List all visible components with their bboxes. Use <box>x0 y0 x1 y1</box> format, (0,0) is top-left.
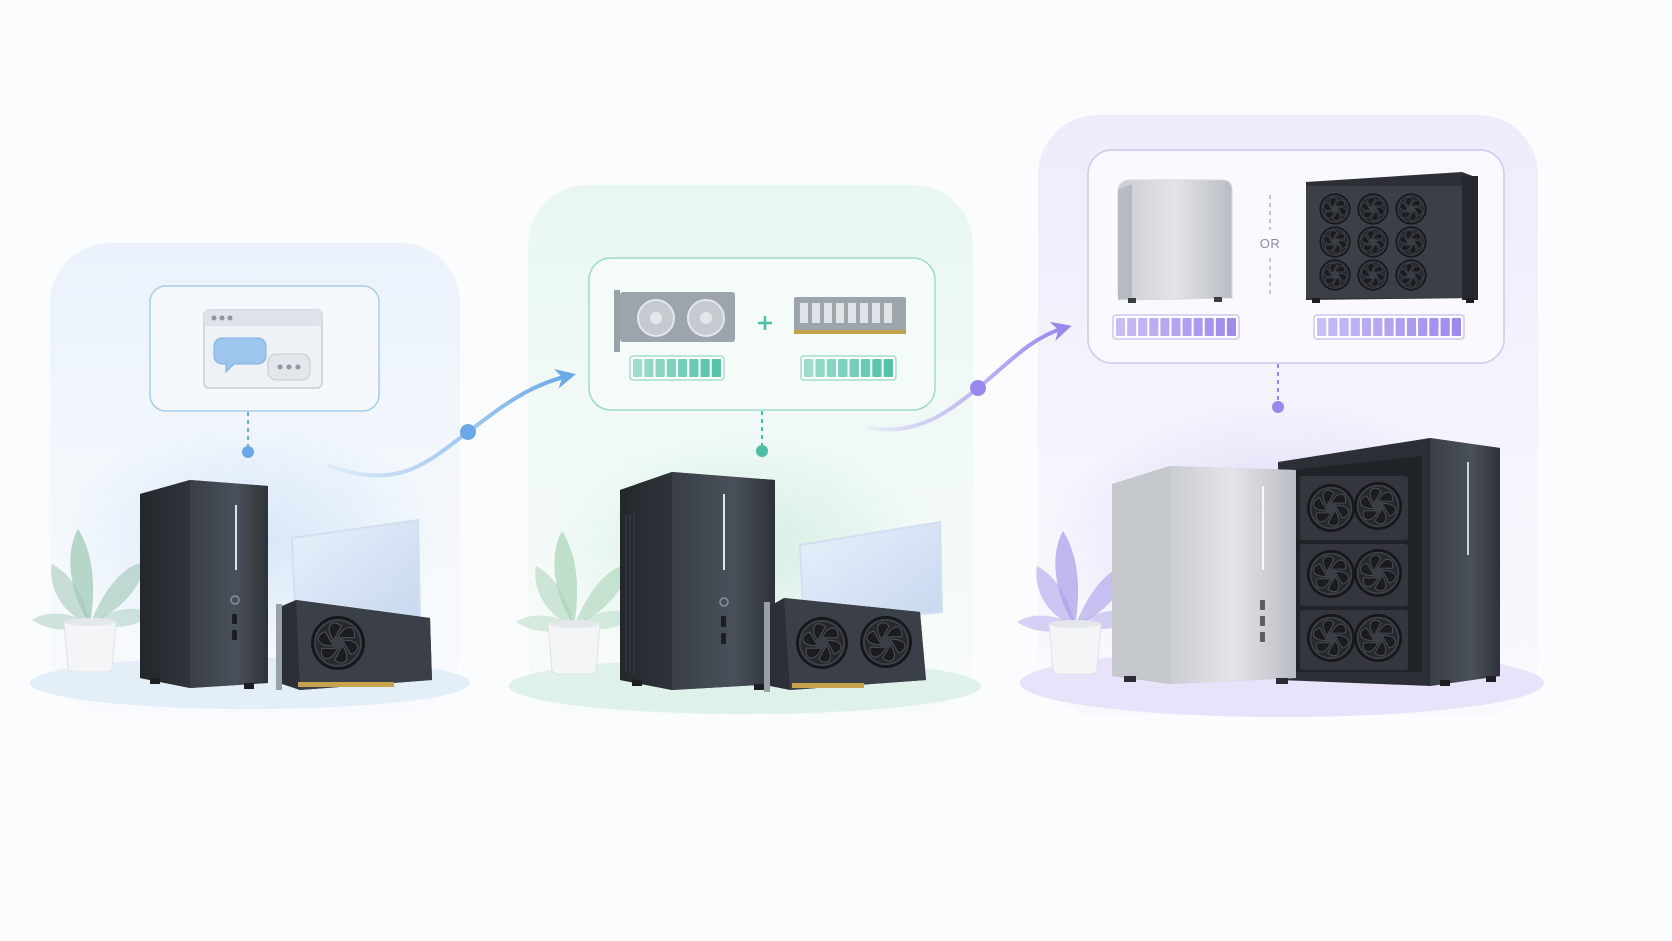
meter-segment <box>849 359 859 377</box>
meter-segment <box>1440 318 1450 336</box>
meter-segment <box>1395 318 1405 336</box>
meter-segment <box>1116 318 1126 336</box>
stage-2-panel <box>509 185 981 715</box>
meter-segment <box>678 359 688 377</box>
meter-segment <box>1328 318 1338 336</box>
meter-segment <box>838 359 848 377</box>
meter-segment <box>872 359 882 377</box>
meter-segment <box>644 359 654 377</box>
mini-pc-tower-icon <box>140 480 268 689</box>
meter-segment <box>1215 318 1225 336</box>
meter-segment <box>1418 318 1428 336</box>
meter-segment <box>1451 318 1461 336</box>
meter-segment <box>1317 318 1327 336</box>
meter-segment <box>1339 318 1349 336</box>
meter-segment <box>1406 318 1417 336</box>
meter-segment <box>1193 318 1203 336</box>
meter-segment <box>700 359 710 377</box>
or-label: OR <box>1260 236 1281 251</box>
tower-pc-icon <box>620 472 775 690</box>
meter-segment <box>1384 318 1394 336</box>
stage-1-node <box>242 446 254 458</box>
server-capacity-meter <box>1313 314 1465 340</box>
meter-segment <box>1361 318 1372 336</box>
single-fan-gpu-icon <box>276 600 432 690</box>
multi-gpu-server-icon <box>1306 172 1478 303</box>
monitor-icon <box>798 520 944 628</box>
meter-segment <box>1160 318 1170 336</box>
arrow-1-node <box>460 424 476 440</box>
multi-gpu-server-icon <box>1278 438 1500 686</box>
ram-stick-icon <box>794 297 906 334</box>
stage-3-node <box>1272 401 1284 413</box>
stage-2-callout <box>588 257 936 411</box>
stage-1-panel <box>30 243 470 713</box>
meter-segment <box>711 359 721 377</box>
silver-workstation-icon <box>1117 179 1233 303</box>
stage-1-callout <box>149 285 380 412</box>
meter-segment <box>1373 318 1383 336</box>
meter-segment <box>1171 318 1181 336</box>
meter-frame <box>629 355 725 381</box>
meter-segment <box>633 359 643 377</box>
gpu-vram-meter <box>629 355 725 381</box>
meter-segment <box>860 359 871 377</box>
dual-fan-gpu-icon <box>614 290 735 352</box>
meter-segment <box>655 359 665 377</box>
meter-segment <box>1226 318 1236 336</box>
meter-segment <box>689 359 699 377</box>
chat-window-icon <box>203 309 323 389</box>
arrow-stage-1-to-2 <box>328 369 576 478</box>
meter-segment <box>883 359 893 377</box>
arrow-stage-2-to-3 <box>868 321 1072 432</box>
meter-segment <box>1350 318 1360 336</box>
stage-3-callout: OR <box>1087 149 1505 364</box>
ram-capacity-meter <box>800 355 897 381</box>
or-separator: OR <box>1260 195 1281 296</box>
meter-segment <box>804 359 814 377</box>
workstation-capacity-meter <box>1112 314 1240 340</box>
plus-icon <box>758 316 772 330</box>
silver-workstation-icon <box>1112 466 1296 684</box>
meter-segment <box>815 359 825 377</box>
meter-segment <box>1127 318 1137 336</box>
meter-segment <box>666 359 676 377</box>
arrow-2-node <box>970 380 986 396</box>
meter-segment <box>1149 318 1159 336</box>
meter-frame <box>800 355 897 381</box>
dual-fan-gpu-icon <box>764 598 926 692</box>
meter-segment <box>826 359 837 377</box>
meter-segment <box>1204 318 1214 336</box>
meter-segment <box>1138 318 1148 336</box>
stage-2-node <box>756 445 768 457</box>
meter-segment <box>1182 318 1192 336</box>
meter-segment <box>1429 318 1439 336</box>
stage-3-panel: OR <box>1017 115 1544 717</box>
